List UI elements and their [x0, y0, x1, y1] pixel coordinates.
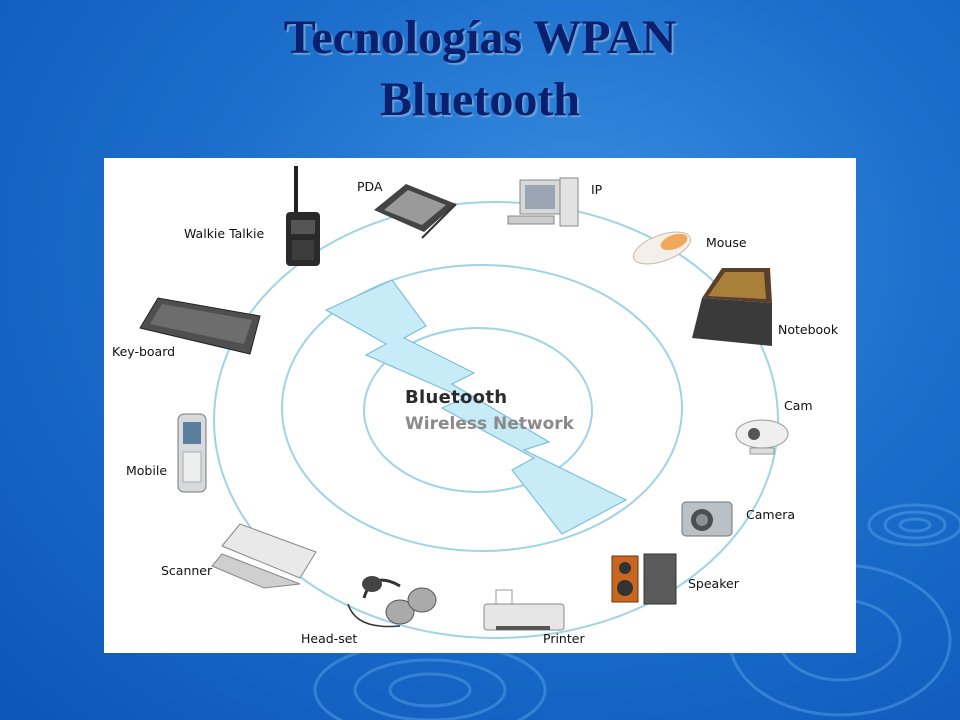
bluetooth-bolt-icon: [324, 279, 628, 535]
slide-title: Tecnologías WPAN: [283, 11, 677, 64]
keyboard-icon: [139, 297, 261, 355]
slide-subtitle: Bluetooth: [379, 73, 580, 126]
device-label-camera: Camera: [746, 507, 796, 522]
speaker-icon: [611, 553, 677, 605]
device-label-printer: Printer: [543, 631, 585, 646]
device-label-cam: Cam: [784, 398, 813, 413]
device-label-ip: IP: [591, 182, 603, 197]
outer-ring: [213, 201, 779, 639]
device-label-pda: PDA: [357, 179, 383, 194]
mouse-icon: [632, 231, 692, 265]
device-label-mobile: Mobile: [126, 463, 168, 478]
middle-ring: [281, 264, 683, 552]
webcam-icon: [735, 419, 789, 455]
device-label-speaker: Speaker: [688, 576, 739, 591]
scanner-icon: [211, 523, 317, 589]
pda-icon: [374, 184, 457, 239]
network-rings: [213, 201, 779, 639]
device-label-headset: Head-set: [301, 631, 358, 646]
device-label-walkie-talkie: Walkie Talkie: [184, 226, 265, 241]
device-label-mouse: Mouse: [706, 235, 747, 250]
mobile-phone-icon: [177, 413, 207, 493]
desktop-computer-icon: [507, 177, 579, 227]
printer-icon: [483, 589, 565, 631]
center-subtitle: Wireless Network: [405, 414, 574, 434]
device-label-keyboard: Key-board: [112, 344, 176, 359]
walkie-talkie-icon: [286, 166, 320, 266]
device-label-notebook: Notebook: [778, 322, 839, 337]
center-title: Bluetooth: [405, 387, 508, 408]
inner-ring: [363, 327, 593, 493]
camera-icon: [681, 501, 733, 537]
headset-icon: [347, 576, 437, 628]
bluetooth-network-diagram: PDA IP Mouse Notebook Cam Camera Speaker…: [104, 158, 856, 653]
device-label-scanner: Scanner: [161, 563, 213, 578]
notebook-icon: [692, 268, 772, 346]
